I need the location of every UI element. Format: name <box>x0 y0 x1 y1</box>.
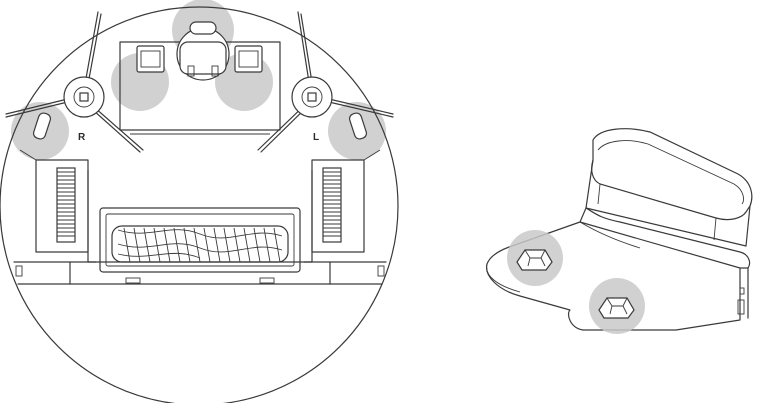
sensor-window-right <box>136 45 165 73</box>
dock-base-plate <box>486 221 741 331</box>
cliff-sensor-right <box>32 112 52 140</box>
charging-contact-rear <box>598 297 635 319</box>
cliff-sensor-left <box>348 112 368 140</box>
sensor-window-left <box>234 45 263 73</box>
robot-body-outline <box>0 6 399 403</box>
caster-top <box>189 21 217 35</box>
side-brush-label-left: L <box>313 132 319 143</box>
side-brush-right: R <box>5 11 144 153</box>
side-brush-label-right: R <box>78 132 86 143</box>
drive-wheel-left <box>322 167 342 243</box>
front-plate <box>119 79 281 131</box>
dock-tower-body <box>585 159 751 247</box>
caster-wheel <box>179 41 227 75</box>
main-roller-brush <box>111 225 289 263</box>
main-brush-bay <box>99 207 301 273</box>
drive-wheel-right <box>56 167 76 243</box>
side-brush-left: L <box>257 11 394 153</box>
charging-dock <box>486 128 753 334</box>
robot-underside: R L <box>0 0 399 403</box>
dock-tower-top <box>591 128 753 221</box>
charging-contact-front <box>516 249 553 271</box>
